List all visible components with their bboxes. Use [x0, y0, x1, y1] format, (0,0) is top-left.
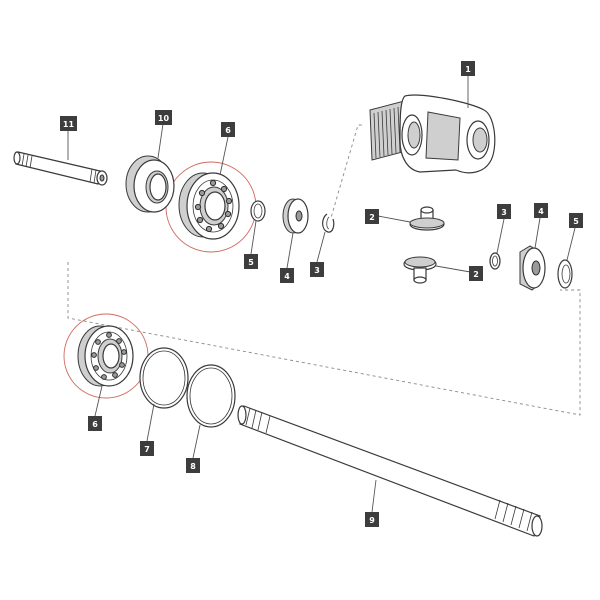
shaft-part-11 — [13, 151, 108, 186]
ring-part-5-upper — [250, 200, 266, 222]
callout-5-right: 5 — [569, 213, 583, 228]
callout-2-upper: 2 — [365, 209, 379, 224]
oring-part-7 — [139, 347, 189, 409]
leader-lines — [67, 76, 576, 513]
callout-11-label: 11 — [63, 120, 75, 129]
bearing-part-6-upper — [178, 172, 240, 240]
callout-3-upper-label: 3 — [314, 266, 320, 275]
ring-part-3-right — [489, 252, 501, 270]
washer-part-5-right — [557, 259, 573, 289]
shaft-part-9 — [237, 405, 543, 537]
callout-3-right-label: 3 — [501, 208, 507, 217]
callout-4-upper-label: 4 — [284, 272, 290, 281]
callout-4-right: 4 — [534, 203, 548, 218]
oring-part-8 — [186, 364, 236, 428]
callout-9: 9 — [365, 512, 379, 527]
callout-4-right-label: 4 — [538, 207, 544, 216]
callout-3-upper: 3 — [310, 262, 324, 277]
pin-part-2-upper — [409, 206, 445, 231]
callout-1-label: 1 — [465, 65, 471, 74]
callout-2-upper-label: 2 — [369, 213, 375, 222]
callout-10: 10 — [155, 110, 172, 125]
pin-part-2-lower — [403, 256, 437, 284]
callout-8-label: 8 — [190, 462, 196, 471]
callout-5-right-label: 5 — [573, 217, 579, 226]
seal-part-10 — [125, 155, 175, 213]
callout-9-label: 9 — [369, 516, 375, 525]
assembly-guide-lines — [67, 124, 581, 416]
callout-1: 1 — [461, 61, 475, 76]
callout-6-lower: 6 — [88, 416, 102, 431]
washer-part-4-upper — [282, 198, 309, 234]
callout-4-upper: 4 — [280, 268, 294, 283]
callout-7-label: 7 — [144, 445, 150, 454]
callout-11: 11 — [60, 116, 77, 131]
nut-part-4-right — [519, 245, 546, 291]
callout-6-upper: 6 — [221, 122, 235, 137]
yoke-part-1 — [369, 94, 496, 174]
callout-5-upper-label: 5 — [248, 258, 254, 267]
callout-10-label: 10 — [158, 114, 170, 123]
callout-6-upper-label: 6 — [225, 126, 231, 135]
callout-3-right: 3 — [497, 204, 511, 219]
callout-7: 7 — [140, 441, 154, 456]
callout-2-lower: 2 — [469, 266, 483, 281]
bearing-part-6-lower — [77, 325, 134, 387]
circlip-part-3-upper — [322, 213, 335, 233]
callout-6-lower-label: 6 — [92, 420, 98, 429]
callout-2-lower-label: 2 — [473, 270, 479, 279]
callout-5-upper: 5 — [244, 254, 258, 269]
callout-8: 8 — [186, 458, 200, 473]
